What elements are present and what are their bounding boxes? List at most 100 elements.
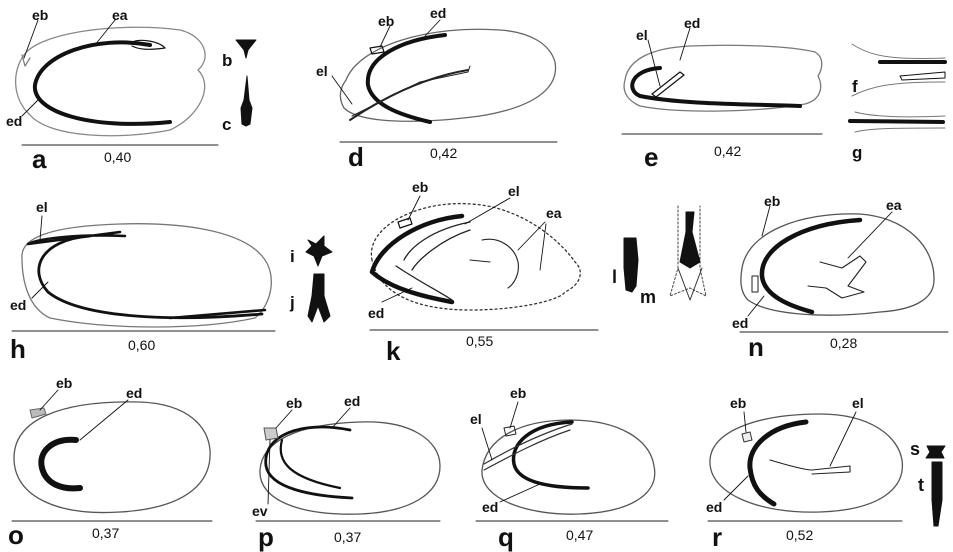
panel-letter-g: g bbox=[852, 146, 862, 160]
panel-letter-d: d bbox=[348, 144, 364, 170]
drawing-i bbox=[306, 236, 332, 266]
panel-letter-j: j bbox=[290, 296, 295, 310]
leader-ed-e bbox=[680, 28, 690, 60]
label-el-k: el bbox=[508, 184, 520, 198]
drawing-k bbox=[370, 196, 598, 330]
ed-structure-r bbox=[750, 422, 806, 504]
label-ea-k: ea bbox=[546, 206, 562, 220]
label-ed-r: ed bbox=[706, 500, 722, 514]
label-ed-e: ed bbox=[684, 16, 700, 30]
panel-letter-o: o bbox=[8, 522, 24, 548]
el-structure-h bbox=[28, 232, 265, 318]
eb-structure-n bbox=[752, 276, 758, 292]
scale-value-k: 0,55 bbox=[466, 334, 493, 348]
label-eb-p: eb bbox=[286, 396, 302, 410]
ed-structure-h bbox=[39, 236, 262, 318]
label-ea-a: ea bbox=[112, 8, 128, 22]
panel-letter-f: f bbox=[852, 80, 858, 94]
leader-el-r bbox=[830, 412, 856, 466]
label-eb-o: eb bbox=[56, 376, 72, 390]
panel-letter-t: t bbox=[918, 478, 924, 492]
scale-value-p: 0,37 bbox=[334, 530, 361, 544]
drawing-d bbox=[332, 20, 557, 142]
leader-el-e bbox=[648, 40, 660, 86]
panel-letter-s: s bbox=[910, 442, 920, 456]
label-ed-n: ed bbox=[732, 316, 748, 330]
shell-outline-n bbox=[741, 214, 934, 315]
ev-structure-p bbox=[264, 428, 278, 440]
scale-value-q: 0,47 bbox=[566, 528, 593, 542]
leader-el-h bbox=[40, 216, 42, 240]
label-ed-k: ed bbox=[368, 306, 384, 320]
label-eb-a: eb bbox=[32, 8, 48, 22]
shell-outline-e bbox=[624, 45, 822, 111]
label-el-e: el bbox=[636, 28, 648, 42]
eb-structure-r bbox=[742, 432, 752, 442]
scale-value-n: 0,28 bbox=[830, 336, 857, 350]
scale-value-h: 0,60 bbox=[128, 338, 155, 352]
label-ed-q: ed bbox=[482, 500, 498, 514]
scale-value-d: 0,42 bbox=[430, 146, 457, 160]
el-structure-q bbox=[484, 424, 572, 470]
label-eb-n: eb bbox=[764, 194, 780, 208]
label-ed-a: ed bbox=[6, 114, 22, 128]
leader-ed-a bbox=[22, 98, 40, 116]
panel-letter-p: p bbox=[258, 524, 274, 550]
panel-letter-q: q bbox=[498, 524, 514, 550]
leader-eb-q bbox=[510, 402, 518, 428]
drawing-p bbox=[256, 408, 440, 521]
drawing-n bbox=[740, 206, 948, 332]
label-ed-h: ed bbox=[10, 298, 26, 312]
panel-letter-h: h bbox=[10, 336, 26, 362]
label-ed-d: ed bbox=[430, 6, 446, 20]
leader-eb-o bbox=[40, 390, 58, 410]
el-structure-e bbox=[652, 72, 684, 97]
drawing-t bbox=[932, 462, 942, 526]
ea-structure-k bbox=[470, 239, 518, 288]
leader-el-k bbox=[465, 198, 510, 224]
label-eb-k: eb bbox=[412, 180, 428, 194]
label-eb-d: eb bbox=[378, 14, 394, 28]
drawing-r bbox=[708, 412, 902, 521]
scale-value-e: 0,42 bbox=[714, 144, 741, 158]
label-el-q: el bbox=[470, 412, 482, 426]
shell-outline-p bbox=[260, 422, 440, 514]
scale-value-o: 0,37 bbox=[92, 526, 119, 540]
leader-eb-k bbox=[408, 196, 420, 220]
drawing-h bbox=[12, 216, 275, 331]
label-ed-p: ed bbox=[344, 394, 360, 408]
label-ed-o: ed bbox=[126, 386, 142, 400]
drawing-g bbox=[850, 112, 945, 132]
panel-letter-e: e bbox=[644, 144, 658, 170]
drawing-o bbox=[12, 390, 212, 521]
drawing-b bbox=[236, 40, 256, 58]
drawing-s bbox=[926, 446, 945, 458]
label-ev-p: ev bbox=[252, 504, 268, 518]
ed-structure-e bbox=[632, 68, 800, 106]
drawing-q bbox=[476, 402, 668, 521]
drawing-j bbox=[308, 274, 330, 322]
ed-structure-k bbox=[372, 216, 462, 302]
label-eb-r: eb bbox=[730, 396, 746, 410]
scale-value-r: 0,52 bbox=[786, 528, 813, 542]
leader-ed-n bbox=[748, 296, 764, 316]
panel-letter-k: k bbox=[386, 338, 400, 364]
label-eb-q: eb bbox=[510, 386, 526, 400]
leader-eb-d bbox=[380, 26, 390, 47]
shell-outline-q bbox=[482, 420, 655, 514]
leader-eb-a bbox=[24, 20, 38, 58]
ed-structure-a bbox=[35, 42, 170, 124]
panel-letter-r: r bbox=[712, 524, 722, 550]
leader-ed-o bbox=[80, 400, 128, 440]
eb-structure-k bbox=[398, 218, 412, 228]
ed-structure-o bbox=[41, 440, 80, 489]
leader-eb-p bbox=[276, 410, 292, 428]
drawing-m bbox=[670, 206, 706, 300]
label-el-r: el bbox=[852, 396, 864, 410]
leader-ed-q bbox=[500, 484, 540, 502]
label-el-h: el bbox=[36, 200, 48, 214]
drawing-l bbox=[624, 238, 638, 292]
panel-letter-n: n bbox=[748, 334, 764, 360]
